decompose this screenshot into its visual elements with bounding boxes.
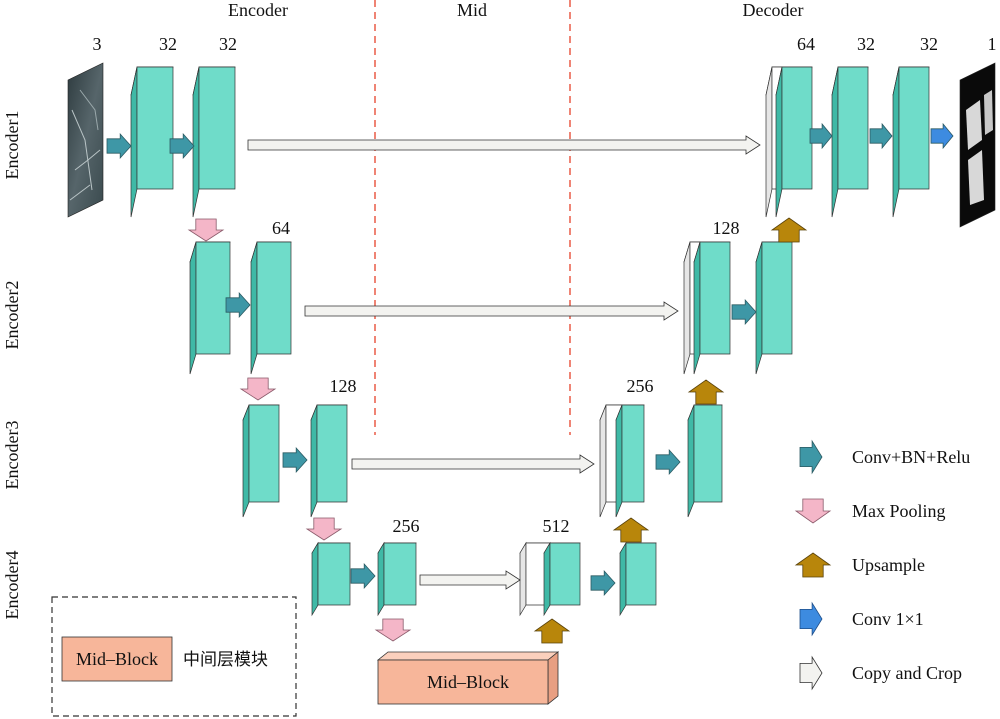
module-legend-caption: 中间层模块	[183, 650, 268, 670]
conv-arrow-dec1-b	[869, 122, 893, 150]
legend-item: Copy and Crop	[799, 655, 962, 691]
row-label-encoder4: Encoder4	[2, 551, 22, 620]
upsample-arrow-dec4	[612, 517, 650, 543]
conv-arrow-enc3	[282, 446, 308, 474]
mid-block: Mid–Block	[376, 651, 560, 705]
legend-label: Max Pooling	[852, 501, 946, 521]
channel-output: 1	[988, 34, 997, 54]
legend-item: Conv 1×1	[799, 601, 924, 637]
copy-arrow-row1	[247, 135, 761, 155]
legend-label: Upsample	[852, 555, 925, 575]
channel-enc1-a: 32	[159, 34, 177, 54]
conv-arrow-dec4	[590, 569, 616, 597]
legend-label: Conv 1×1	[852, 609, 924, 629]
feature-map-dec2-b	[755, 241, 793, 375]
pool-arrow-enc1	[187, 218, 225, 242]
channel-dec2: 64	[797, 34, 815, 54]
feature-map-dec1-a	[775, 66, 813, 218]
conv-arrow-dec1-a	[809, 122, 833, 150]
feature-map-enc4-a	[311, 541, 351, 617]
copy-arrow-row3	[351, 454, 595, 474]
channel-input: 3	[93, 34, 102, 54]
feature-map-enc4-b	[377, 541, 417, 617]
copy-crop-arrow-icon	[799, 655, 823, 691]
conv1x1-arrow-icon	[799, 601, 823, 637]
channel-mid: 512	[543, 516, 570, 536]
feature-map-dec3-a	[615, 404, 645, 518]
upsample-arrow-dec3	[687, 379, 725, 405]
module-legend-label: Mid–Block	[76, 649, 158, 669]
feature-map-dec4-a	[543, 541, 581, 617]
row-label-encoder2: Encoder2	[2, 281, 22, 350]
feature-map-dec4-b	[619, 541, 657, 617]
feature-map-enc1-b	[192, 66, 236, 218]
conv-arrow-enc1	[169, 132, 195, 160]
channel-enc3: 128	[330, 376, 357, 396]
upsample-arrow-mid	[533, 618, 571, 644]
legend-label: Copy and Crop	[852, 663, 962, 683]
upsample-arrow-dec2	[770, 217, 808, 243]
feature-map-enc2-b	[250, 241, 292, 375]
pool-arrow-enc2	[239, 377, 277, 401]
output-mask	[959, 62, 996, 228]
section-encoder: Encoder	[228, 0, 288, 20]
section-mid: Mid	[457, 0, 487, 20]
legend-item: Conv+BN+Relu	[799, 439, 970, 475]
conv-arrow-input	[106, 132, 132, 160]
mid-block-swatch	[61, 636, 173, 682]
channel-dec1-b: 32	[920, 34, 938, 54]
upsample-arrow-icon	[794, 552, 832, 578]
legend-item: Max Pooling	[794, 498, 946, 524]
row-label-encoder3: Encoder3	[2, 421, 22, 490]
channel-enc1-b: 32	[219, 34, 237, 54]
feature-map-dec1-c	[892, 66, 930, 218]
feature-map-enc3-a	[242, 404, 280, 518]
feature-map-enc3-b	[310, 404, 348, 518]
conv-arrow-enc4	[350, 562, 376, 590]
module-legend-box: Mid–Block 中间层模块	[51, 596, 297, 717]
conv-arrow-dec2	[731, 298, 757, 326]
section-decoder: Decoder	[743, 0, 804, 20]
channel-enc2: 64	[272, 218, 290, 238]
feature-map-dec3-b	[687, 404, 723, 518]
channel-dec4: 256	[627, 376, 654, 396]
legend-item: Upsample	[794, 552, 925, 578]
feature-map-enc1-a	[130, 66, 174, 218]
feature-map-dec2-a	[693, 241, 731, 375]
pool-arrow-enc3	[305, 517, 343, 541]
feature-map-enc2-a	[189, 241, 231, 375]
copy-arrow-row2	[304, 301, 679, 321]
conv-bn-relu-arrow-icon	[799, 439, 823, 475]
conv-arrow-dec3	[655, 448, 681, 476]
conv-arrow-enc2	[225, 291, 251, 319]
channel-dec1-a: 32	[857, 34, 875, 54]
max-pooling-arrow-icon	[794, 498, 832, 524]
row-label-encoder1: Encoder1	[2, 111, 22, 180]
channel-dec3: 128	[713, 218, 740, 238]
conv1x1-arrow	[930, 122, 954, 150]
input-image	[67, 62, 104, 218]
copy-arrow-row4	[419, 570, 521, 590]
legend-label: Conv+BN+Relu	[852, 447, 970, 467]
feature-map-dec1-b	[831, 66, 869, 218]
pool-arrow-enc4	[374, 618, 412, 642]
channel-enc4: 256	[393, 516, 420, 536]
mid-block-label: Mid–Block	[427, 672, 509, 692]
